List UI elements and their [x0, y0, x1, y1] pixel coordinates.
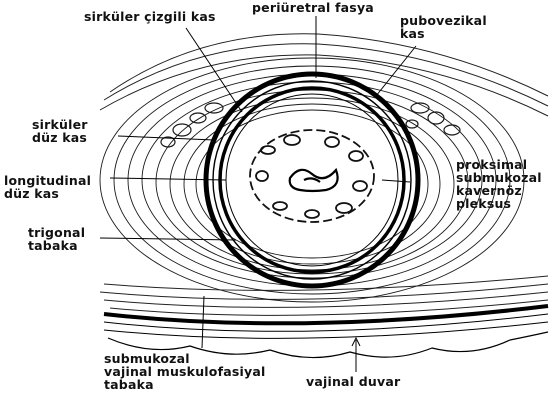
label-pubovezikal-kas-line2: kas	[400, 27, 487, 40]
label-sirkuler-cizgili-kas: sirküler çizgili kas	[84, 10, 216, 23]
label-longitudinal-duz-kas-line2: düz kas	[4, 187, 91, 200]
label-vajinal-duvar: vajinal duvar	[306, 375, 400, 388]
label-longitudinal-duz-kas: longitudinal düz kas	[4, 174, 91, 200]
label-submukozal-vajinal-muskulofasiyal-tabaka: submukozal vajinal muskulofasiyal tabaka	[104, 352, 265, 391]
label-sirkuler-duz-kas: sirküler düz kas	[32, 118, 88, 144]
longitudinal-smooth-muscle-ring	[220, 88, 404, 272]
submucosal-cavernous-plexus	[250, 130, 374, 222]
urethral-lumen	[290, 170, 338, 191]
label-trigonal-tabaka-line2: tabaka	[28, 239, 85, 252]
label-pubovezikal-kas: pubovezikal kas	[400, 14, 487, 40]
label-proksimal-line4: pleksus	[456, 197, 542, 210]
vaginal-wall-band	[104, 306, 548, 358]
label-periuretral-fasya: periüretral fasya	[252, 1, 374, 14]
label-sirkuler-duz-kas-line2: düz kas	[32, 131, 88, 144]
label-proksimal-submukozal-kavernoz-pleksus: proksimal submukozal kavernöz pleksus	[456, 158, 542, 210]
label-submukozal-line3: tabaka	[104, 378, 265, 391]
label-trigonal-tabaka: trigonal tabaka	[28, 226, 85, 252]
